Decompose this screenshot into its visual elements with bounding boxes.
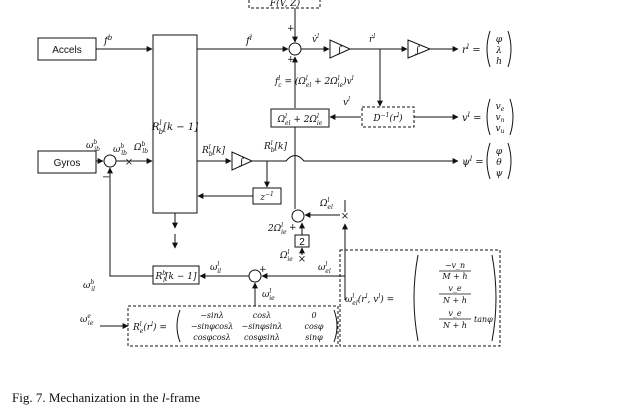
label-vdot: v̇l <box>312 33 319 45</box>
svg-text:∫: ∫ <box>239 157 244 168</box>
gain-two-block: 2 <box>294 234 310 248</box>
integrator-attitude: ∫ <box>231 151 254 171</box>
dinv-block: D−1(rl) <box>361 106 415 128</box>
rle-cell: 0 <box>311 311 316 320</box>
rle-box <box>127 305 339 347</box>
mult-x3: × <box>341 211 349 222</box>
omega-el-numerator: v_e <box>448 309 462 318</box>
omega-el-numerator: −v_n <box>445 261 465 270</box>
svg-text:Accels: Accels <box>52 45 81 56</box>
velocity-output: vl = ve vn vu <box>462 98 514 136</box>
gyros-block: Gyros <box>37 150 97 174</box>
omega-el-box <box>339 249 501 347</box>
svg-text:D−1(rl): D−1(rl) <box>372 112 403 124</box>
sum-rate <box>103 154 117 168</box>
svg-text:rl =: rl = <box>462 43 481 56</box>
svg-text:θ: θ <box>496 158 502 168</box>
integrator-position: ∫ <box>407 39 432 59</box>
rle-cell: −sinλ <box>200 311 224 320</box>
plus-il: + <box>259 265 267 275</box>
attitude-output: ψl = φ θ ψ <box>462 142 512 180</box>
svg-text:h: h <box>496 57 502 67</box>
svg-text:∫: ∫ <box>415 45 420 56</box>
rle-cell: cosφsinλ <box>244 333 280 342</box>
delay-block: z−1 <box>252 187 282 205</box>
label-fl: fl <box>245 34 252 47</box>
svg-text:Rle(rl) =: Rle(rl) = <box>132 321 167 335</box>
omega-el-denominator: N + h <box>442 296 467 305</box>
svg-text:F(V, Z): F(V, Z) <box>269 0 301 9</box>
sum-coriolis <box>291 209 305 223</box>
svg-text:ve: ve <box>496 102 505 113</box>
svg-text:∫: ∫ <box>337 45 342 56</box>
plus-bottom: + <box>287 55 295 65</box>
svg-text:vu: vu <box>496 124 505 135</box>
rle-cell: −sinφcosλ <box>191 322 234 331</box>
omega-el-suffix: tanφ <box>474 315 493 324</box>
svg-text:2: 2 <box>299 237 305 248</box>
rle-cell: sinφ <box>305 333 323 342</box>
plus-top: + <box>287 24 295 34</box>
svg-text:φ: φ <box>496 35 503 45</box>
svg-text:φ: φ <box>496 147 503 157</box>
rle-cell: cosφ <box>304 322 323 331</box>
integrator-velocity: ∫ <box>329 39 352 59</box>
label-vl: vl <box>343 96 350 108</box>
svg-text:Gyros: Gyros <box>54 158 81 169</box>
plus-cor: + <box>289 223 297 233</box>
label-fb: fb <box>103 34 113 47</box>
svg-text:ψ: ψ <box>495 169 503 179</box>
svg-text:λ: λ <box>495 46 502 56</box>
mult-x4: × <box>298 254 306 265</box>
position-output: rl = φ λ h <box>462 30 512 68</box>
figure-caption: Fig. 7. Mechanization in the l-frame <box>12 390 200 405</box>
gravity-block: F(V, Z) <box>248 0 321 9</box>
minus-sign: − <box>102 172 110 183</box>
omega-el-denominator: M + h <box>441 272 467 281</box>
svg-text:Rbl[k − 1]: Rbl[k − 1] <box>154 270 197 284</box>
omega-el-denominator: N + h <box>442 321 467 330</box>
rle-cell: cosφcosλ <box>193 333 230 342</box>
svg-text:vl =: vl = <box>462 111 481 124</box>
omega-el-numerator: v_e <box>448 284 462 293</box>
mult-x1: × <box>125 157 133 168</box>
rle-cell: cosλ <box>253 311 271 320</box>
rle-cell: −sinφsinλ <box>241 322 282 331</box>
label-rdot: ṙl <box>369 33 375 45</box>
accels-block: Accels <box>37 37 97 61</box>
svg-text:vn: vn <box>496 113 505 124</box>
sum-force <box>288 42 302 56</box>
svg-text:ψl =: ψl = <box>462 155 484 168</box>
